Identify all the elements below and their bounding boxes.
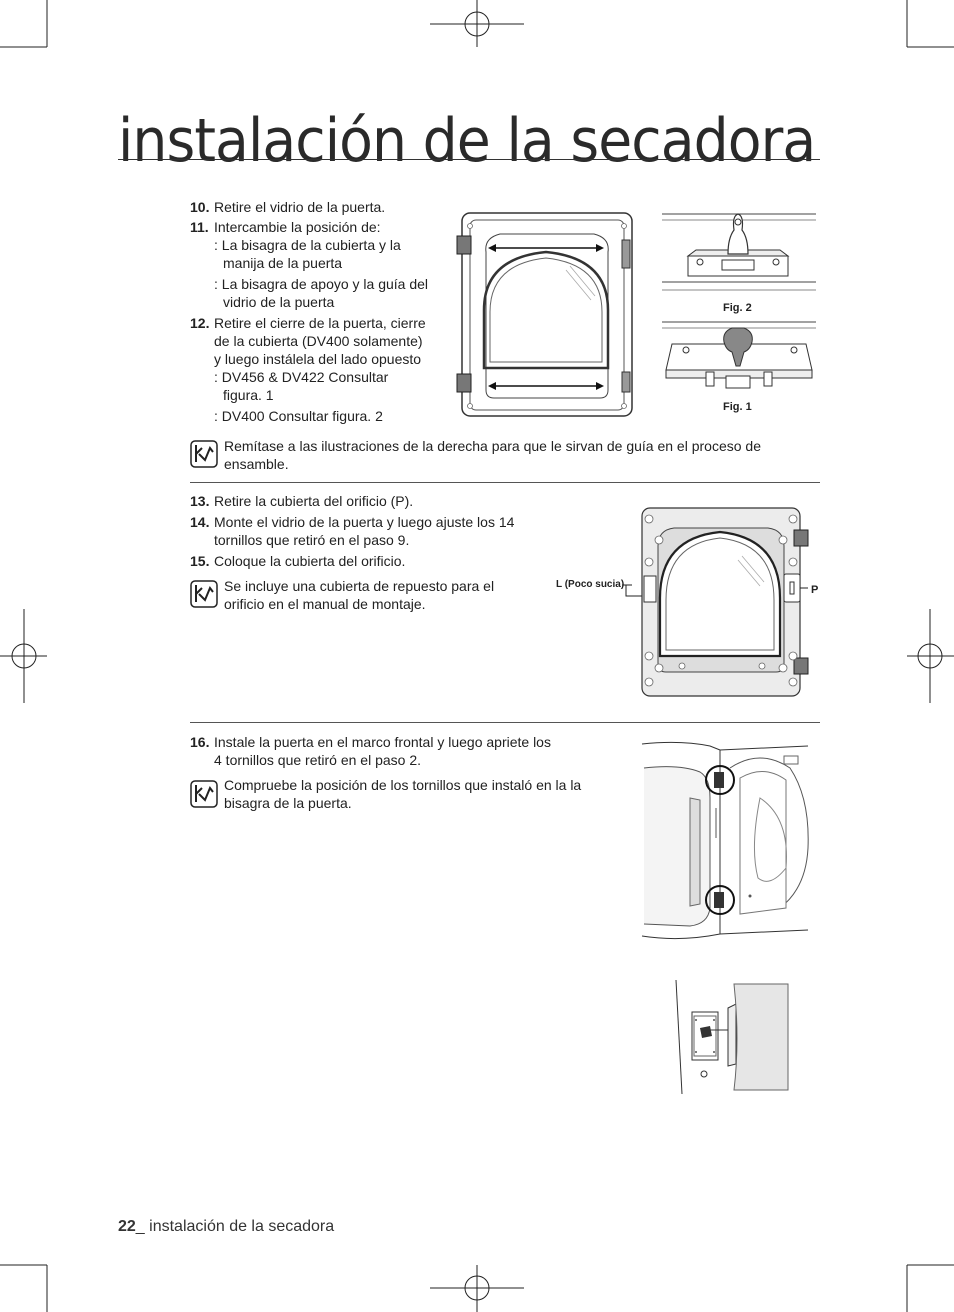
note-3-line2: bisagra de la puerta. (224, 795, 352, 811)
fig-1-label: Fig. 1 (723, 401, 752, 413)
step-12-line3: y luego instálela del lado opuesto (214, 351, 422, 367)
door-install-illustration (641, 741, 809, 940)
step-14-line2: tornillos que retiró en el paso 9. (214, 532, 410, 548)
page-footer: 22_ instalación de la secadora (118, 1218, 334, 1236)
door-glass-illustration (622, 507, 809, 697)
footer-text: _ instalación de la secadora (135, 1218, 335, 1235)
note-icon (190, 440, 218, 468)
step-12-sub-2: : DV400 Consultar figura. 2 (214, 408, 383, 424)
note-icon (190, 780, 218, 808)
footer-page-number: 22 (118, 1218, 136, 1235)
step-11-sub-2b: vidrio de la puerta (223, 294, 335, 310)
note-1-line1: Remítase a las ilustraciones de la derec… (224, 438, 761, 454)
fig-2-label: Fig. 2 (723, 302, 752, 314)
section-divider-2 (190, 722, 820, 723)
fig-1-illustration (662, 321, 816, 389)
note-2-line2: orificio en el manual de montaje. (224, 596, 426, 612)
step-12-sub-1a: : DV456 & DV422 Consultar (214, 369, 389, 385)
step-11-sub-1a: : La bisagra de la cubierta y la (214, 237, 401, 253)
label-l: L (Poco sucia) (556, 579, 625, 590)
step-12-line2: de la cubierta (DV400 solamente) (214, 333, 423, 349)
step-11-sub-2a: : La bisagra de apoyo y la guía del (214, 276, 429, 292)
step-12-sub-1b: figura. 1 (223, 387, 274, 403)
note-icon (190, 580, 218, 608)
fig-2-illustration (662, 213, 816, 291)
door-inner-illustration (456, 212, 633, 417)
label-p: P (811, 584, 819, 596)
note-1-line2: ensamble. (224, 456, 289, 472)
step-11-sub-1b: manija de la puerta (223, 255, 343, 271)
section-divider-1 (190, 482, 820, 483)
hinge-closeup-illustration (675, 979, 789, 1095)
note-3-line1: Compruebe la posición de los tornillos q… (224, 777, 582, 793)
page-title: instalación de la secadora (118, 106, 816, 176)
title-rule (118, 159, 820, 160)
note-2-line1: Se incluye una cubierta de repuesto para… (224, 578, 495, 594)
step-16-line2: 4 tornillos que retiró en el paso 2. (214, 752, 422, 768)
